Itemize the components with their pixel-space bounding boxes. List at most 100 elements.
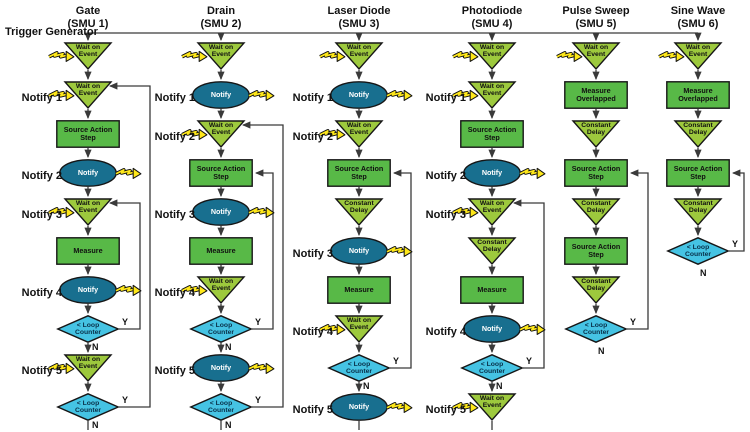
trigger-bolt-icon xyxy=(181,50,208,62)
branch-label-no: N xyxy=(225,342,232,352)
notify-side-label: Notify 4 xyxy=(425,326,466,338)
wait-on-event-shape xyxy=(334,120,384,149)
node-loop-counter: < Loop Counter xyxy=(564,315,628,343)
branch-label-no: N xyxy=(92,342,99,352)
measure-shape xyxy=(56,237,120,265)
column-smu: (SMU 2) xyxy=(200,17,242,30)
constant-delay-shape xyxy=(571,198,621,227)
source-action-step-shape xyxy=(327,159,391,187)
wait-on-event-shape xyxy=(467,393,517,422)
notify-shape xyxy=(59,159,117,187)
trigger-bolt-icon xyxy=(115,284,142,296)
notify-side-label: Notify 3 xyxy=(21,209,62,221)
node-source-action-step: Source Action Step xyxy=(56,120,120,148)
constant-delay-shape xyxy=(334,198,384,227)
node-loop-counter: < Loop Counter xyxy=(189,315,253,343)
wait-on-event-shape xyxy=(467,81,517,110)
trigger-bolt-icon xyxy=(452,89,479,101)
trigger-bolt-icon xyxy=(248,362,275,374)
trigger-bolt-icon xyxy=(181,128,208,140)
measure-shape xyxy=(189,237,253,265)
notify-shape xyxy=(192,198,250,226)
loop-counter-shape xyxy=(56,315,120,343)
column-name: Sine Wave xyxy=(670,5,726,17)
connector-line xyxy=(241,121,284,408)
branch-label-yes: Y xyxy=(393,356,400,366)
trigger-bolt-icon xyxy=(48,89,75,101)
trigger-generator-label: Trigger Generator xyxy=(5,26,98,38)
notify-side-label: Notify 5 xyxy=(292,404,333,416)
measure-shape xyxy=(460,276,524,304)
node-measure-overlapped: Measure Overlapped xyxy=(564,81,628,109)
notify-side-label: Notify 5 xyxy=(154,365,195,377)
node-constant-delay: Constant Delay xyxy=(673,120,723,149)
node-measure: Measure xyxy=(189,237,253,265)
wait-on-event-shape xyxy=(63,198,113,227)
column-header: Gate(SMU 1) xyxy=(28,5,148,30)
wait-on-event-shape xyxy=(334,42,384,71)
branch-label-yes: Y xyxy=(526,356,533,366)
notify-side-label: Notify 3 xyxy=(292,248,333,260)
node-measure: Measure xyxy=(56,237,120,265)
column-header: Sine Wave(SMU 6) xyxy=(638,5,750,30)
measure-overlapped-shape xyxy=(564,81,628,109)
branch-label-yes: Y xyxy=(255,395,262,405)
notify-shape xyxy=(463,159,521,187)
notify-side-label: Notify 4 xyxy=(21,287,62,299)
branch-label-yes: Y xyxy=(255,317,262,327)
loop-counter-shape xyxy=(189,393,253,421)
node-measure: Measure xyxy=(460,276,524,304)
node-notify: Notify xyxy=(463,315,521,343)
trigger-bolt-icon xyxy=(248,89,275,101)
trigger-bolt-icon xyxy=(319,50,346,62)
notify-side-label: Notify 1 xyxy=(425,92,466,104)
notify-side-label: Notify 4 xyxy=(292,326,333,338)
connector-line xyxy=(108,199,141,330)
node-notify: Notify xyxy=(59,276,117,304)
notify-side-label: Notify 3 xyxy=(425,209,466,221)
column-header: Drain(SMU 2) xyxy=(161,5,281,30)
source-action-step-shape xyxy=(564,159,628,187)
connector-line xyxy=(729,169,745,252)
node-notify: Notify xyxy=(330,393,388,421)
node-constant-delay: Constant Delay xyxy=(467,237,517,266)
notify-side-label: Notify 5 xyxy=(21,365,62,377)
node-constant-delay: Constant Delay xyxy=(571,198,621,227)
constant-delay-shape xyxy=(467,237,517,266)
wait-on-event-shape xyxy=(196,276,246,305)
node-loop-counter: < Loop Counter xyxy=(460,354,524,382)
loop-counter-shape xyxy=(189,315,253,343)
trigger-bolt-icon xyxy=(319,323,346,335)
column-header: Pulse Sweep(SMU 5) xyxy=(536,5,656,30)
node-constant-delay: Constant Delay xyxy=(571,120,621,149)
node-source-action-step: Source Action Step xyxy=(564,237,628,265)
node-measure-overlapped: Measure Overlapped xyxy=(666,81,730,109)
constant-delay-shape xyxy=(673,198,723,227)
notify-side-label: Notify 2 xyxy=(21,170,62,182)
node-constant-delay: Constant Delay xyxy=(673,198,723,227)
wait-on-event-shape xyxy=(63,42,113,71)
trigger-bolt-icon xyxy=(48,50,75,62)
loop-counter-shape xyxy=(327,354,391,382)
wait-on-event-shape xyxy=(196,120,246,149)
notify-shape xyxy=(192,81,250,109)
trigger-bolt-icon xyxy=(248,206,275,218)
notify-side-label: Notify 1 xyxy=(292,92,333,104)
branch-label-no: N xyxy=(700,268,707,278)
node-notify: Notify xyxy=(463,159,521,187)
connector-line xyxy=(108,82,151,408)
measure-shape xyxy=(327,276,391,304)
node-source-action-step: Source Action Step xyxy=(564,159,628,187)
node-loop-counter: < Loop Counter xyxy=(666,237,730,265)
branch-label-yes: Y xyxy=(122,395,129,405)
source-action-step-shape xyxy=(460,120,524,148)
trigger-bolt-icon xyxy=(319,128,346,140)
node-notify: Notify xyxy=(330,81,388,109)
branch-label-yes: Y xyxy=(122,317,129,327)
notify-side-label: Notify 5 xyxy=(425,404,466,416)
node-notify: Notify xyxy=(192,354,250,382)
column-name: Photodiode xyxy=(461,5,523,17)
wait-on-event-shape xyxy=(196,42,246,71)
wait-on-event-shape xyxy=(334,315,384,344)
